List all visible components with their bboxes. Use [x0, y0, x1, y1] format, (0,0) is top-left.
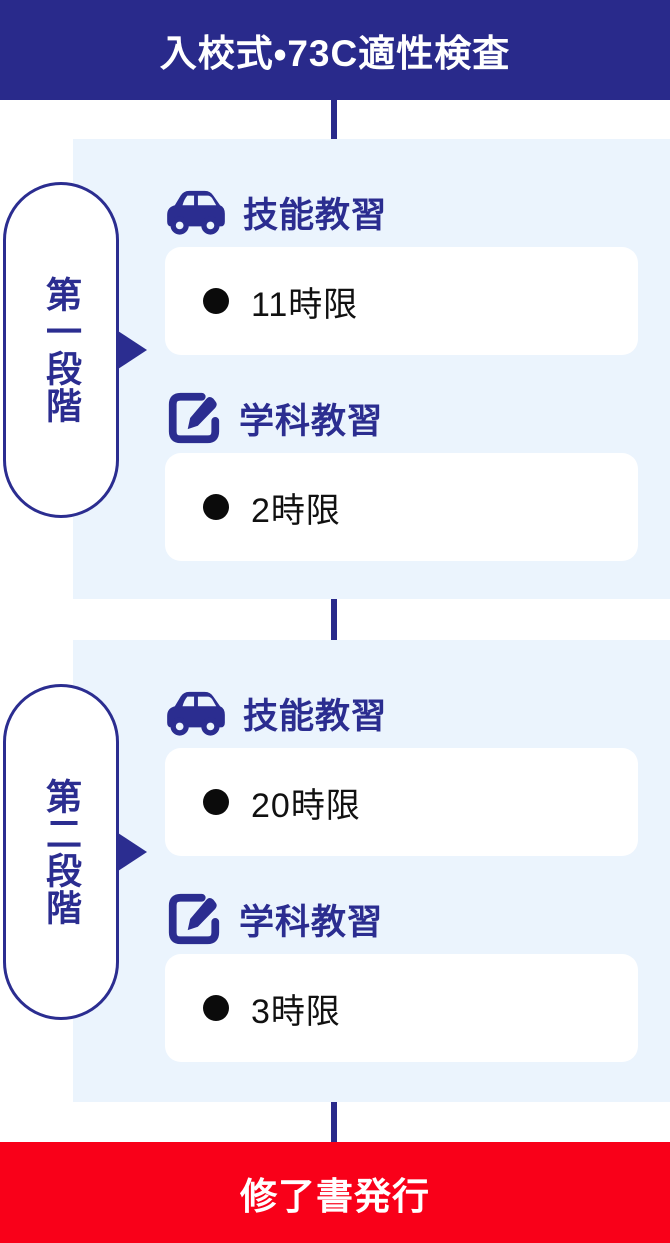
stage-1-panel: 技能教習 11時限 学科教習 2時限 [73, 139, 670, 599]
pen-edit-icon [165, 890, 223, 948]
car-icon [165, 688, 227, 738]
stage-1-skill-hours-card: 11時限 [165, 247, 638, 355]
stage-2-skill-hours: 20時限 [251, 786, 361, 825]
flow-connector-bottom [331, 1100, 337, 1143]
stage-1-lecture-header: 学科教習 [165, 389, 638, 447]
bullet-icon [203, 288, 229, 314]
stage-2-lecture-title: 学科教習 [239, 902, 384, 942]
stage-1-label: 第一段階 [41, 276, 82, 424]
bullet-icon [203, 995, 229, 1021]
stage-1-lecture-hours-card: 2時限 [165, 453, 638, 561]
stage-1-lecture-hours: 2時限 [251, 491, 341, 530]
stage-2-arrow-icon [118, 833, 147, 871]
stage-2-lecture-header: 学科教習 [165, 890, 638, 948]
bullet-icon [203, 494, 229, 520]
completion-title: 修了書発行 [240, 1175, 430, 1217]
completion-banner: 修了書発行 [0, 1142, 670, 1243]
flow-connector-top [331, 100, 337, 141]
bullet-icon [203, 789, 229, 815]
stage-2-lecture-hours: 3時限 [251, 992, 341, 1031]
stage-1-skill-header: 技能教習 [165, 183, 638, 241]
stage-2-label-pill: 第二段階 [3, 684, 119, 1020]
entry-step-banner: 入校式・73C適性検査 [0, 0, 670, 100]
stage-1-skill-hours: 11時限 [251, 285, 359, 324]
stage-2-lecture-hours-card: 3時限 [165, 954, 638, 1062]
stage-1-arrow-icon [118, 331, 147, 369]
stage-1-label-pill: 第一段階 [3, 182, 119, 518]
stage-2-skill-hours-card: 20時限 [165, 748, 638, 856]
stage-2-skill-header: 技能教習 [165, 684, 638, 742]
stage-2-panel: 技能教習 20時限 学科教習 3時限 [73, 640, 670, 1102]
pen-edit-icon [165, 389, 223, 447]
car-icon [165, 187, 227, 237]
stage-1-lecture-title: 学科教習 [239, 401, 384, 441]
stage-1-skill-title: 技能教習 [243, 195, 388, 235]
stage-2-label: 第二段階 [41, 778, 82, 926]
entry-step-title: 入校式・73C適性検査 [159, 33, 511, 74]
stage-2-skill-title: 技能教習 [243, 696, 388, 736]
flow-connector-middle [331, 598, 337, 642]
